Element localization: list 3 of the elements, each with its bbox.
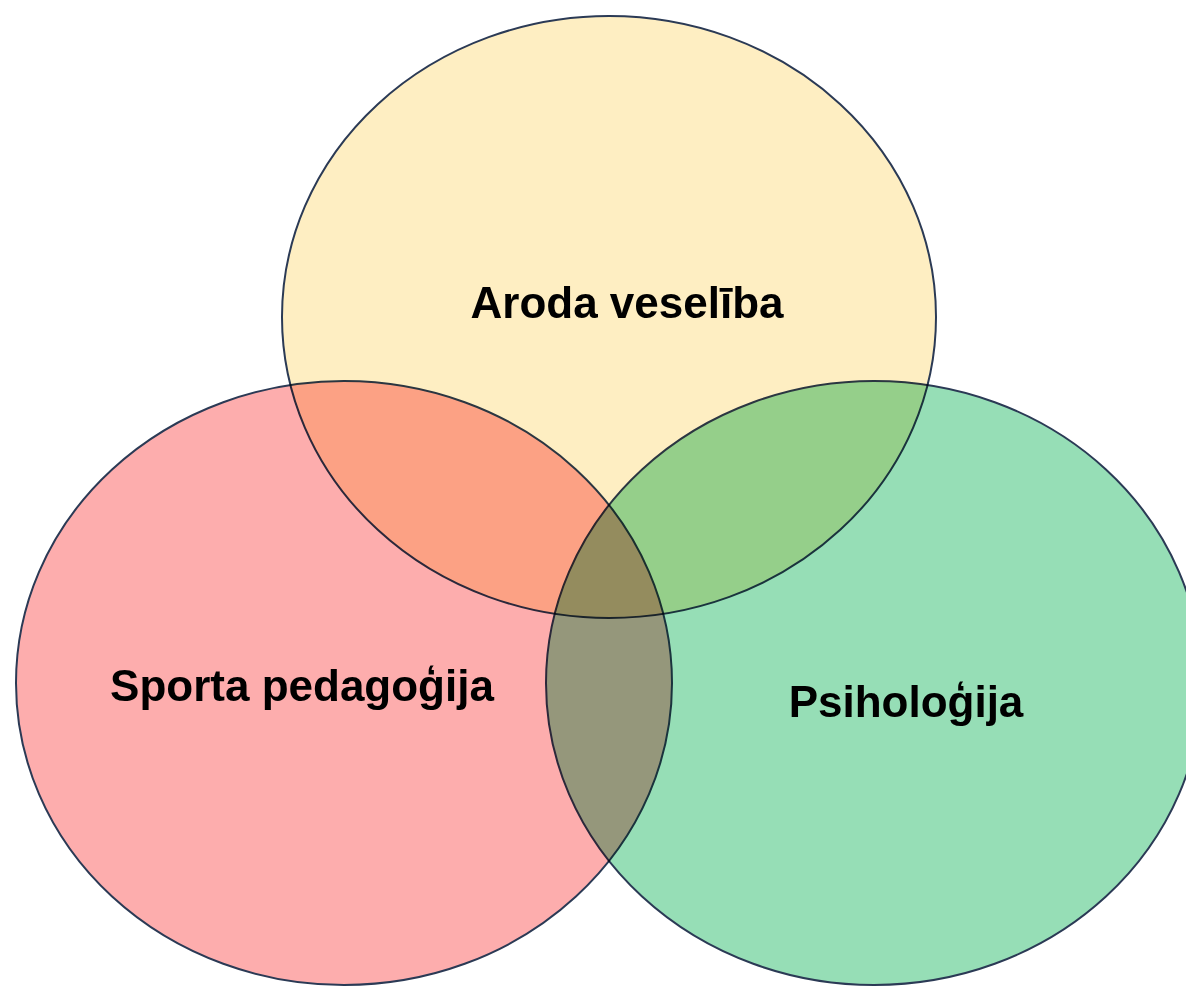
set-label: Sporta pedagoģija: [110, 661, 494, 711]
set-label: Psiholoģija: [788, 677, 1024, 727]
set-label: Aroda veselība: [470, 278, 784, 328]
